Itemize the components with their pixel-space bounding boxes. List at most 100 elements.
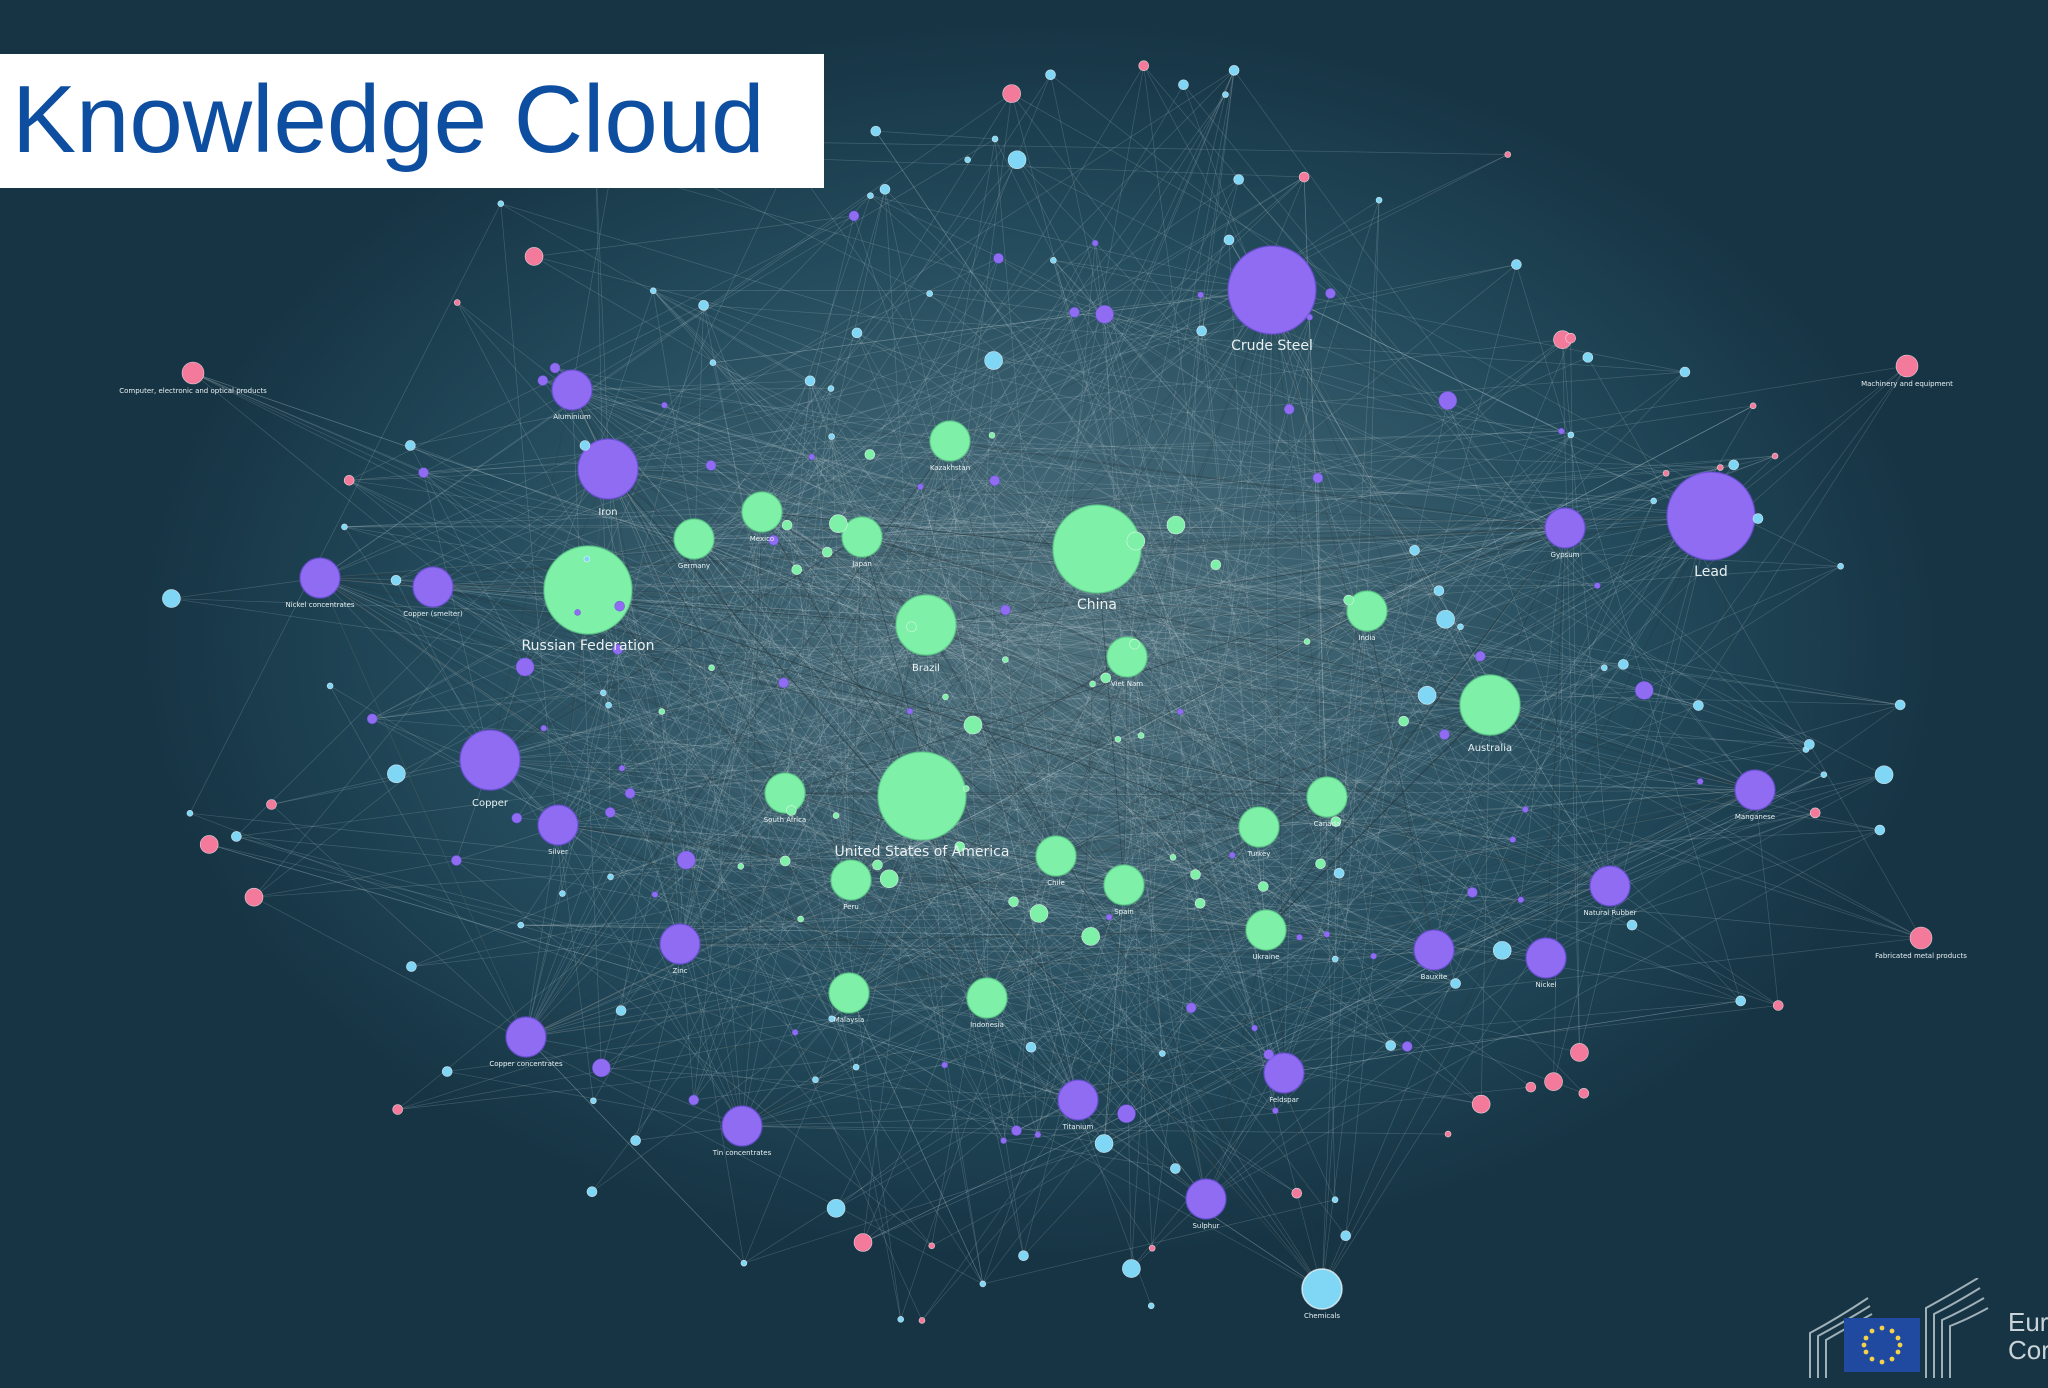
graph-edge [344, 477, 1318, 528]
graph-node [1439, 729, 1450, 740]
graph-edge [617, 649, 816, 1080]
graph-nodes [162, 60, 1933, 1324]
node-label-australia: Australia [1468, 743, 1512, 754]
node-computer-electronic [181, 361, 205, 385]
graph-edge [994, 138, 1057, 857]
node-label-computer-electronic: Computer, electronic and optical product… [119, 387, 267, 395]
graph-edge [329, 685, 850, 994]
graph-edge [693, 538, 1260, 828]
graph-edge [601, 511, 763, 1068]
graph-node [651, 891, 659, 898]
graph-node [963, 715, 983, 735]
graph-node [1306, 313, 1314, 321]
graph-node [1117, 1104, 1136, 1124]
node-iron [577, 438, 639, 500]
graph-edge [1233, 70, 1566, 529]
graph-edge [862, 774, 1824, 1243]
graph-node [1749, 402, 1757, 410]
graph-edge [1123, 656, 1128, 886]
graph-edge [1489, 527, 1566, 706]
graph-edge [741, 380, 811, 1127]
graph-edge [1037, 857, 1174, 1135]
graph-node [1438, 391, 1458, 410]
node-germany [673, 518, 715, 560]
graph-edge [850, 829, 1880, 881]
graph-edge [909, 711, 1323, 1290]
graph-edge [1335, 704, 1491, 822]
node-mexico [741, 491, 783, 533]
graph-edge [319, 577, 850, 994]
logo-line-1: Eur [2008, 1307, 2048, 1337]
node-label-turkey: Turkey [1247, 850, 1271, 858]
graph-edge [1265, 704, 1491, 931]
graph-edge [1005, 609, 1605, 669]
graph-edge [1077, 599, 1349, 1101]
graph-edge [1143, 65, 1756, 791]
graph-node [1025, 1041, 1037, 1053]
graph-edge [456, 860, 932, 1247]
graph-edge [1077, 548, 1098, 1101]
graph-edge [920, 486, 1079, 1101]
graph-edge [557, 440, 951, 826]
graph-edge [679, 826, 1260, 945]
graph-edge [931, 789, 1756, 1247]
graph-edge [761, 511, 923, 797]
graph-edge [489, 468, 609, 761]
graph-edge [1055, 749, 1807, 857]
graph-edge [1003, 855, 1057, 1141]
graph-edge [1512, 515, 1712, 840]
graph-edge [192, 372, 927, 626]
graph-edge [679, 610, 1368, 945]
graph-edge [761, 511, 974, 726]
graph-edge [349, 371, 1685, 481]
graph-edge [630, 720, 1404, 794]
graph-edge [784, 527, 1566, 794]
graph-edge [741, 821, 1337, 1127]
node-label-manganese: Manganese [1735, 813, 1775, 821]
graph-node [962, 785, 970, 792]
graph-edge [587, 589, 743, 1127]
graph-edge [1055, 789, 1756, 857]
graph-edge [524, 666, 1756, 791]
graph-edge [1271, 289, 1547, 959]
graph-node [1258, 881, 1269, 892]
graph-edge [601, 1067, 743, 1127]
graph-edge [372, 718, 1285, 1074]
graph-edge [1016, 159, 1435, 951]
graph-edge [525, 548, 1098, 1038]
graph-edge [1183, 84, 1756, 791]
graph-node [1467, 887, 1478, 898]
graph-edge [271, 759, 491, 805]
graph-node [1752, 513, 1764, 524]
graph-edge [554, 215, 855, 369]
graph-edge [1254, 812, 1816, 1029]
graph-edge [856, 332, 1057, 857]
graph-edge [1126, 564, 1217, 658]
graph-edge [856, 332, 1446, 620]
node-nickel-concentrates [299, 557, 341, 599]
graph-node [827, 385, 835, 392]
graph-edge [587, 589, 1014, 902]
graph-edge [761, 511, 1098, 550]
graph-edge [909, 710, 1435, 951]
graph-edge [1232, 854, 1374, 957]
graph-node [1475, 650, 1486, 662]
node-south-africa [764, 772, 806, 814]
graph-edge [554, 367, 1526, 810]
node-nickel [1525, 937, 1567, 979]
graph-edge [192, 372, 1196, 875]
graph-node [897, 1316, 905, 1323]
graph-edge [784, 792, 1260, 828]
graph-edge [835, 815, 1391, 1046]
graph-edge [949, 289, 1273, 442]
graph-node [1558, 427, 1565, 435]
graph-edge [456, 860, 1408, 1047]
graph-edge [1096, 548, 1699, 706]
graph-edge [1345, 956, 1374, 1236]
graph-edge [925, 624, 1267, 931]
graph-edge [679, 929, 1267, 945]
graph-node [392, 1104, 403, 1115]
graph-node [549, 362, 561, 374]
graph-node [1820, 771, 1828, 778]
graph-edge [1016, 159, 1319, 479]
